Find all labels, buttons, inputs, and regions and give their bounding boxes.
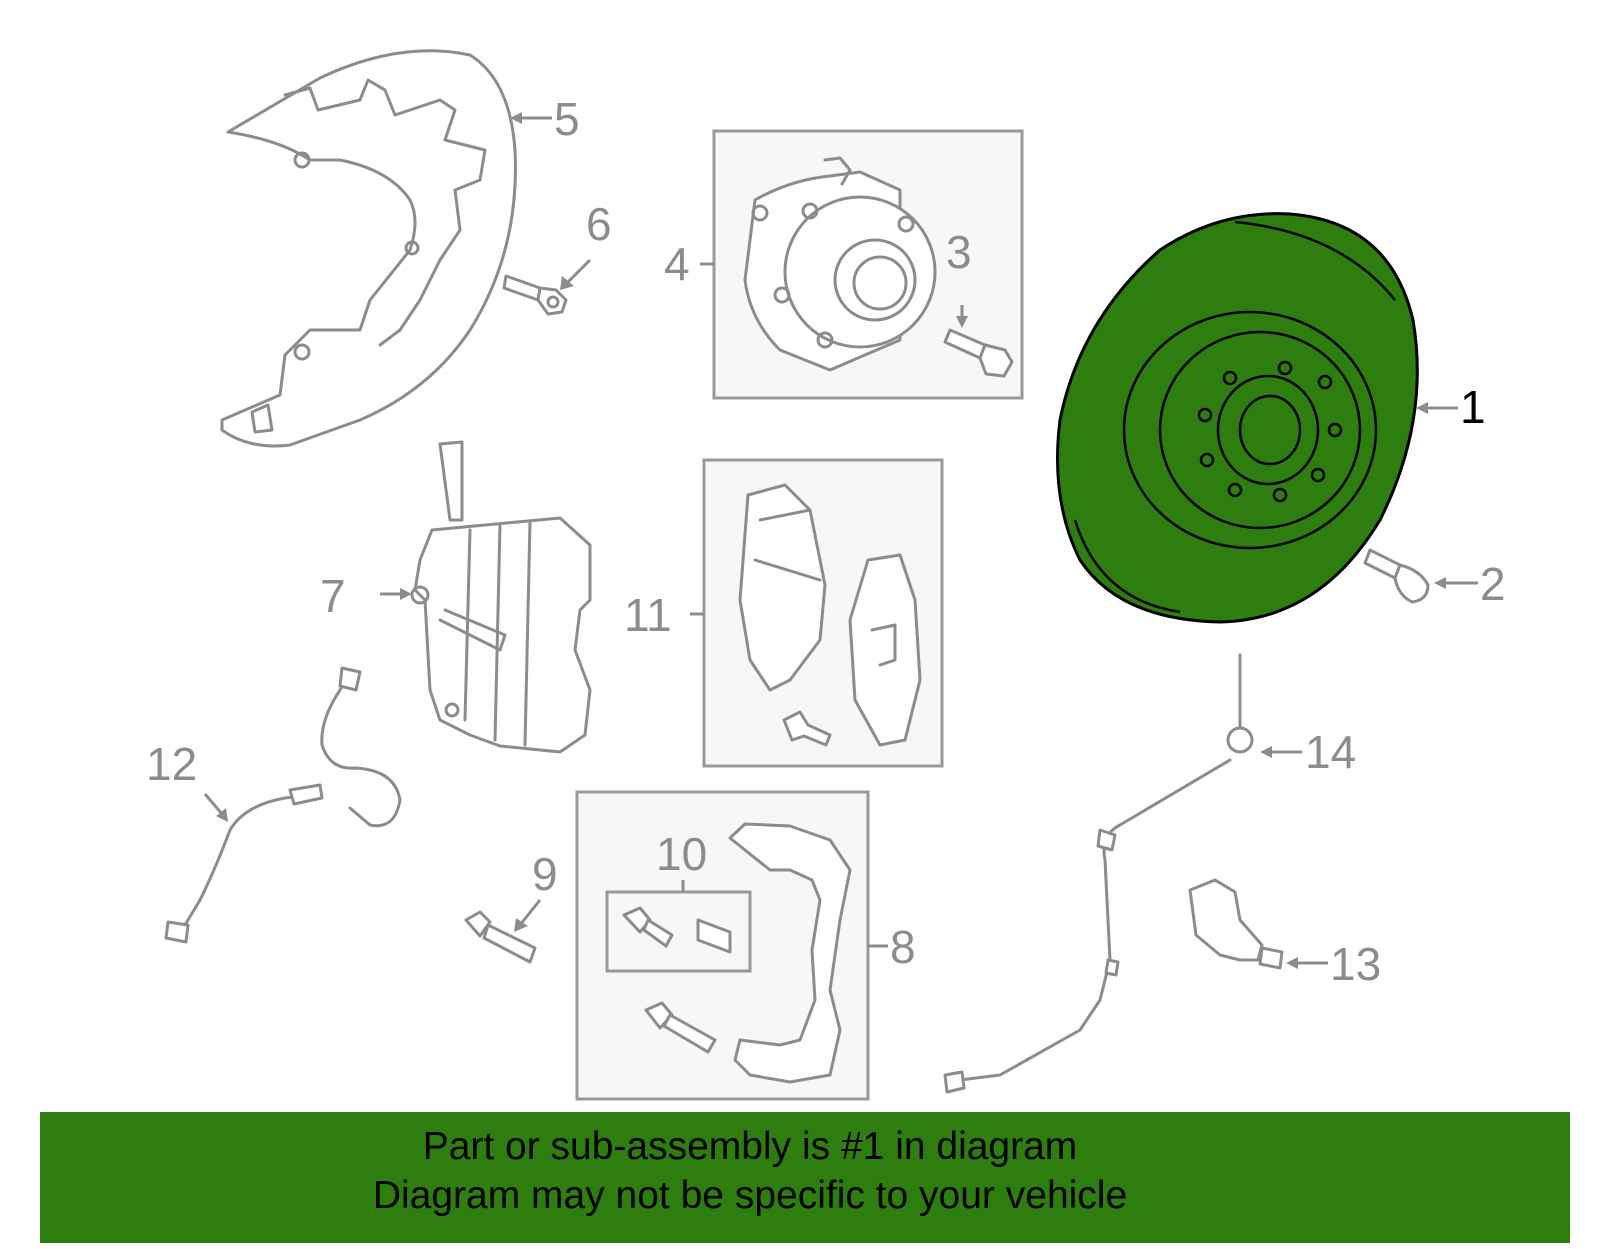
callout-11: 11	[624, 589, 672, 641]
bolt-9-part[interactable]	[464, 910, 537, 964]
callout-8: 8	[890, 921, 916, 973]
bracket-bolt-part[interactable]	[644, 1001, 717, 1054]
caliper-bracket-part[interactable]	[728, 822, 852, 1084]
leader-lines	[203, 112, 1478, 969]
wheel-speed-sensor-part[interactable]	[943, 653, 1254, 1094]
rotor-screw-part[interactable]	[1363, 548, 1430, 604]
bolt-6-part[interactable]	[502, 274, 568, 316]
callout-10: 10	[656, 828, 707, 880]
callout-3: 3	[946, 226, 972, 278]
guide-pin-kit-part[interactable]	[622, 906, 732, 954]
info-banner: Part or sub-assembly is #1 in diagram Di…	[40, 1112, 1570, 1243]
callout-5: 5	[554, 93, 580, 145]
brake-pads-part[interactable]	[738, 483, 922, 747]
callout-9: 9	[532, 848, 558, 900]
callout-4: 4	[664, 238, 690, 290]
banner-line-2: Diagram may not be specific to your vehi…	[372, 1174, 1128, 1217]
callout-6: 6	[586, 198, 612, 250]
hub-bolt-part[interactable]	[943, 328, 1014, 378]
callout-14: 14	[1305, 726, 1356, 778]
sensor-13-part[interactable]	[1188, 878, 1284, 970]
callout-7: 7	[320, 570, 346, 622]
callout-13: 13	[1330, 938, 1381, 990]
callout-2: 2	[1480, 558, 1506, 610]
wheel-hub-part[interactable]	[743, 156, 937, 372]
banner-line-1: Part or sub-assembly is #1 in diagram	[422, 1125, 1078, 1168]
brake-rotor-part[interactable]	[1056, 212, 1419, 624]
callout-12: 12	[146, 738, 197, 790]
brake-caliper-part[interactable]	[410, 440, 592, 754]
splash-shield-part[interactable]	[220, 49, 517, 448]
brake-hose-part[interactable]	[164, 666, 402, 944]
callout-1: 1	[1460, 381, 1486, 433]
